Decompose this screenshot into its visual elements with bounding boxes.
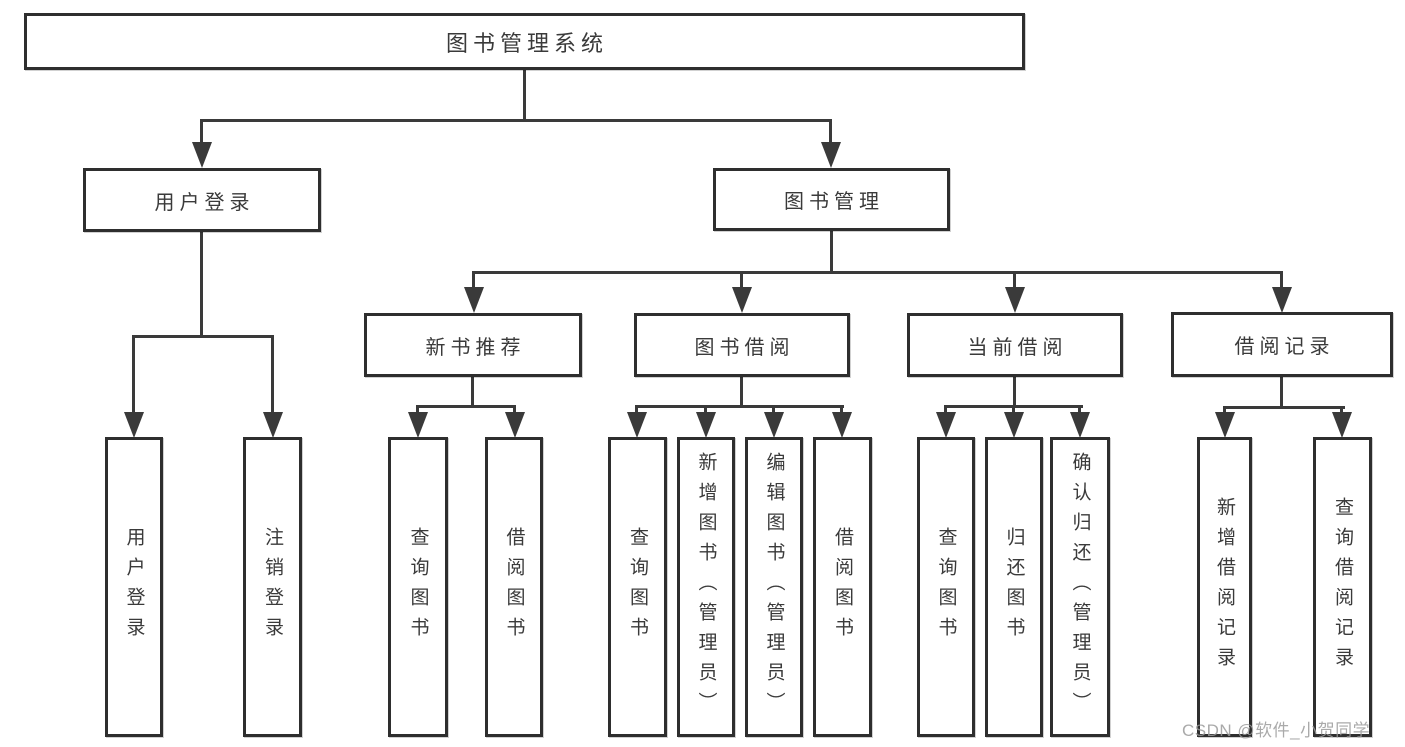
node-label: 新增借阅记录 bbox=[1214, 497, 1235, 677]
node-book-management-branch: 图书管理 bbox=[713, 168, 950, 231]
arrow-down-icon bbox=[627, 412, 647, 438]
leaf-add-borrow-record: 新增借阅记录 bbox=[1197, 437, 1252, 737]
connector-line bbox=[635, 405, 638, 415]
node-new-book-recommend: 新书推荐 bbox=[364, 313, 582, 377]
arrow-down-icon bbox=[1005, 287, 1025, 313]
arrow-down-icon bbox=[936, 412, 956, 438]
arrow-down-icon bbox=[1332, 412, 1352, 438]
arrow-down-icon bbox=[732, 287, 752, 313]
connector-line bbox=[471, 377, 474, 407]
connector-line bbox=[772, 405, 775, 415]
node-label: 查询图书 bbox=[627, 527, 648, 647]
node-label: 新增图书（管理员） bbox=[695, 452, 717, 722]
node-label: 查询图书 bbox=[935, 527, 957, 647]
arrow-down-icon bbox=[1215, 412, 1235, 438]
node-label: 图书借阅 bbox=[694, 336, 795, 359]
node-label: 用户登录 bbox=[123, 527, 145, 647]
leaf-query-books-current: 查询图书 bbox=[917, 437, 975, 737]
arrow-down-icon bbox=[263, 412, 283, 438]
node-label: 查询借阅记录 bbox=[1332, 497, 1353, 677]
arrow-down-icon bbox=[408, 412, 428, 438]
node-borrowing-records: 借阅记录 bbox=[1171, 312, 1393, 377]
node-current-borrowing: 当前借阅 bbox=[907, 313, 1123, 377]
connector-line bbox=[200, 119, 832, 122]
arrow-down-icon bbox=[764, 412, 784, 438]
connector-line bbox=[1340, 406, 1343, 415]
node-user-login-branch: 用户登录 bbox=[83, 168, 321, 232]
csdn-watermark: CSDN @软件_小贺同学 bbox=[1182, 721, 1371, 740]
arrow-down-icon bbox=[1070, 412, 1090, 438]
node-label: 归还图书 bbox=[1003, 527, 1025, 647]
arrow-down-icon bbox=[464, 287, 484, 313]
connector-line bbox=[829, 119, 832, 145]
connector-line bbox=[1013, 377, 1016, 407]
arrow-down-icon bbox=[505, 412, 525, 438]
node-library-management-system: 图书管理系统 bbox=[24, 13, 1025, 70]
leaf-user-login: 用户登录 bbox=[105, 437, 163, 737]
connector-line bbox=[740, 377, 743, 407]
leaf-confirm-return-admin: 确认归还（管理员） bbox=[1050, 437, 1110, 737]
connector-line bbox=[1280, 271, 1283, 289]
connector-line bbox=[1223, 406, 1226, 415]
connector-line bbox=[635, 405, 844, 408]
leaf-borrow-books-recommend: 借阅图书 bbox=[485, 437, 543, 737]
connector-line bbox=[1280, 377, 1283, 408]
connector-line bbox=[472, 271, 1283, 274]
arrow-down-icon bbox=[192, 142, 212, 168]
connector-line bbox=[523, 70, 526, 122]
leaf-borrow-books: 借阅图书 bbox=[813, 437, 872, 737]
connector-line bbox=[200, 232, 203, 338]
node-label: 借阅记录 bbox=[1234, 336, 1335, 358]
node-label: 新书推荐 bbox=[425, 336, 526, 359]
node-label: 编辑图书（管理员） bbox=[763, 452, 785, 722]
node-label: 确认归还（管理员） bbox=[1069, 452, 1091, 722]
connector-line bbox=[132, 335, 274, 338]
connector-line bbox=[416, 405, 419, 415]
leaf-query-borrow-record: 查询借阅记录 bbox=[1313, 437, 1372, 737]
arrow-down-icon bbox=[821, 142, 841, 168]
leaf-query-books-borrowing: 查询图书 bbox=[608, 437, 667, 737]
leaf-return-books: 归还图书 bbox=[985, 437, 1043, 737]
connector-line bbox=[472, 271, 475, 289]
node-label: 图书管理 bbox=[784, 191, 884, 213]
leaf-add-books-admin: 新增图书（管理员） bbox=[677, 437, 735, 737]
connector-line bbox=[840, 405, 843, 415]
connector-line bbox=[830, 231, 833, 273]
leaf-query-books-recommend: 查询图书 bbox=[388, 437, 448, 737]
leaf-logout: 注销登录 bbox=[243, 437, 302, 737]
connector-line bbox=[200, 119, 203, 145]
node-label: 借阅图书 bbox=[503, 527, 525, 647]
connector-line bbox=[271, 335, 274, 415]
connector-line bbox=[740, 271, 743, 289]
arrow-down-icon bbox=[124, 412, 144, 438]
connector-line bbox=[1012, 405, 1015, 415]
node-label: 借阅图书 bbox=[832, 527, 853, 647]
arrow-down-icon bbox=[696, 412, 716, 438]
leaf-edit-books-admin: 编辑图书（管理员） bbox=[745, 437, 803, 737]
connector-line bbox=[944, 405, 947, 415]
node-book-borrowing: 图书借阅 bbox=[634, 313, 850, 377]
connector-line bbox=[416, 405, 516, 408]
connector-line bbox=[704, 405, 707, 415]
node-label: 当前借阅 bbox=[967, 336, 1068, 359]
arrow-down-icon bbox=[1272, 287, 1292, 313]
node-label: 注销登录 bbox=[262, 527, 283, 647]
arrow-down-icon bbox=[832, 412, 852, 438]
connector-line bbox=[1078, 405, 1081, 415]
connector-line bbox=[132, 335, 135, 415]
connector-line bbox=[1223, 406, 1345, 409]
node-label: 用户登录 bbox=[154, 191, 255, 214]
connector-line bbox=[513, 405, 516, 415]
arrow-down-icon bbox=[1004, 412, 1024, 438]
connector-line bbox=[1013, 271, 1016, 289]
node-label: 图书管理系统 bbox=[445, 30, 608, 56]
node-label: 查询图书 bbox=[407, 527, 429, 647]
